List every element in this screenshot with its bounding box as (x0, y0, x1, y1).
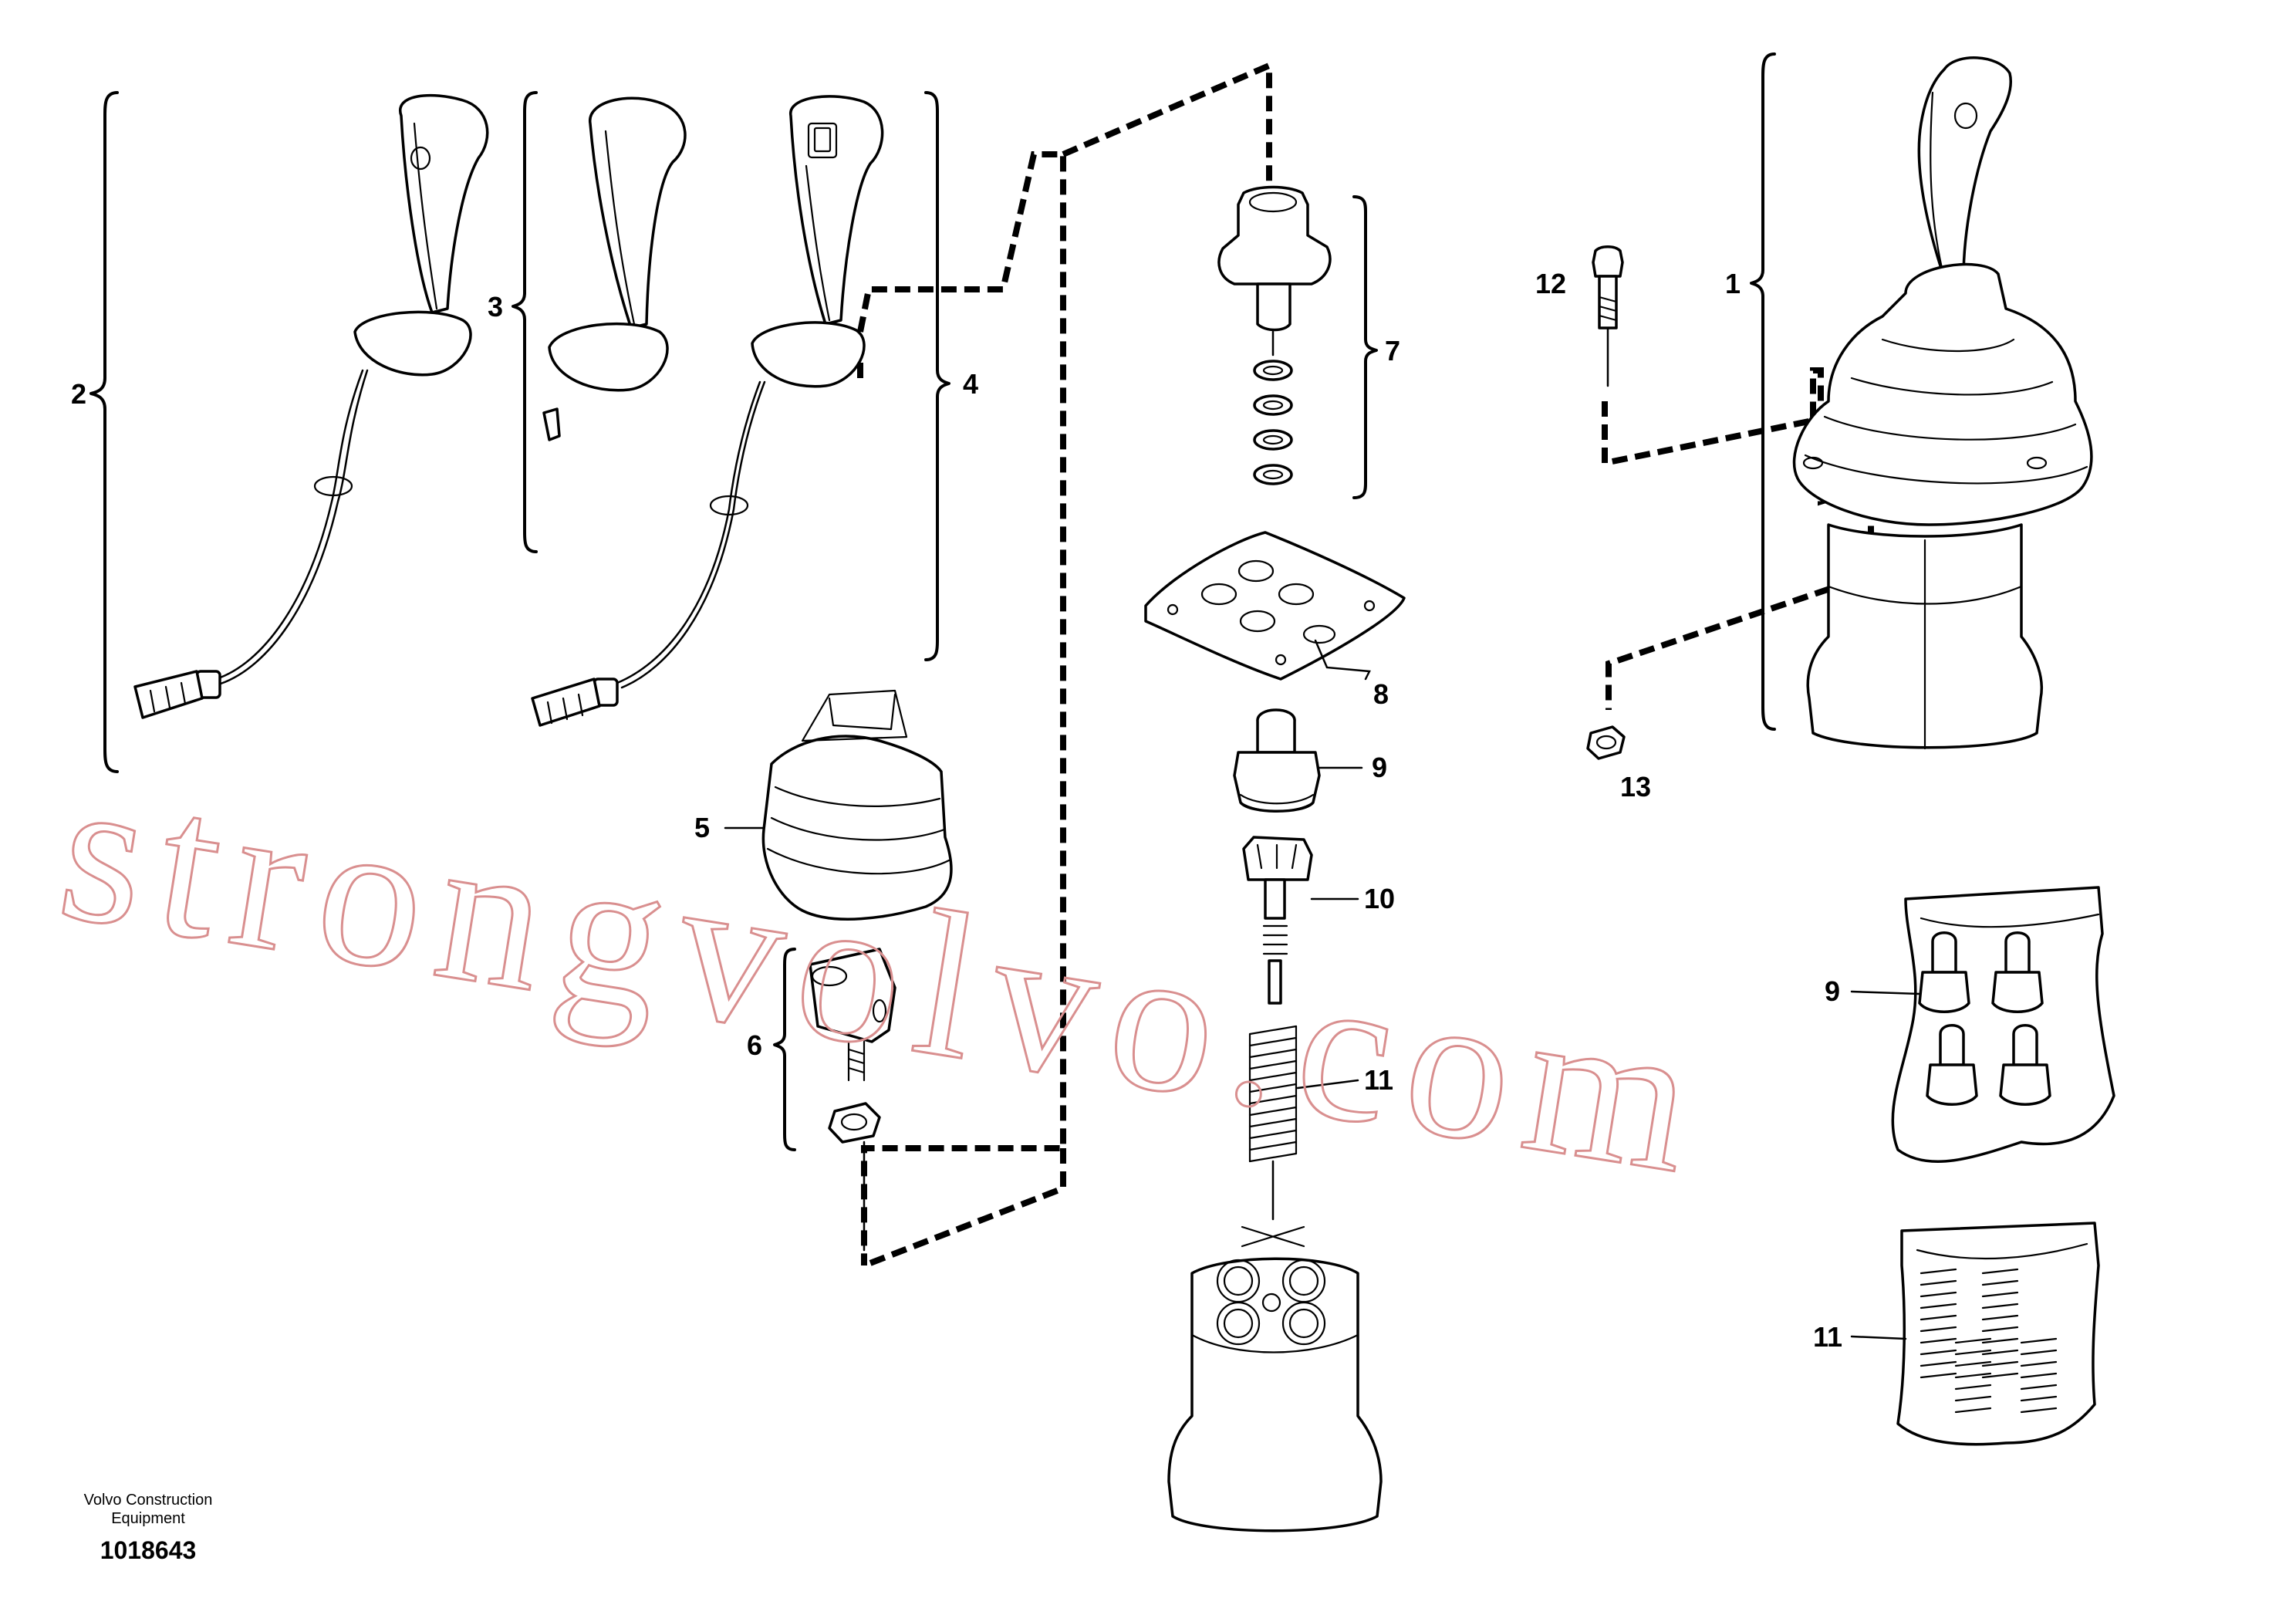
kit-9-pusher-bag (1850, 886, 2115, 1164)
brace-part-3 (512, 91, 538, 553)
callout-7: 7 (1385, 335, 1400, 367)
brace-part-6 (773, 948, 796, 1151)
brace-part-4 (924, 91, 950, 661)
caption-company-line2: Equipment (111, 1510, 185, 1527)
kit-11-spring-bag (1850, 1222, 2100, 1446)
part-4-handle-with-switch (531, 95, 884, 727)
leader-11 (1296, 1079, 1359, 1090)
dashed-leader-top (1062, 60, 1272, 197)
dashed-leader-left-b (863, 1148, 1066, 1269)
callout-12: 12 (1535, 268, 1566, 299)
callout-4: 4 (963, 368, 978, 400)
callout-10: 10 (1364, 883, 1395, 914)
part-2-handle-with-cable (133, 93, 489, 719)
callout-1: 1 (1725, 268, 1741, 299)
valve-body (1167, 1257, 1383, 1532)
part-9-pusher (1233, 708, 1321, 813)
dashed-leader-left (857, 151, 1066, 1265)
document-number: 1018643 (100, 1536, 197, 1564)
callout-11: 11 (1364, 1064, 1393, 1096)
part-12-bolt (1592, 245, 1624, 387)
brace-part-1 (1750, 52, 1776, 731)
callout-6: 6 (747, 1029, 762, 1061)
caption-company: Volvo Construction (84, 1492, 213, 1509)
callout-3: 3 (488, 291, 503, 323)
part-10-spring-seat (1242, 836, 1313, 1005)
part-3-handle (542, 96, 687, 441)
callout-11-kit: 11 (1813, 1321, 1842, 1353)
brace-part-7 (1352, 195, 1378, 499)
part-8-cover-plate (1144, 531, 1406, 681)
part-7-plunger-and-seals (1217, 185, 1332, 485)
callout-8: 8 (1373, 678, 1389, 710)
callout-9: 9 (1372, 752, 1387, 783)
part-1-lever-assembly (1792, 56, 2093, 750)
part-5-rubber-boot (761, 689, 953, 921)
part-11-spring (1241, 1025, 1305, 1248)
leader-8 (1314, 639, 1371, 681)
callout-9-kit: 9 (1825, 975, 1840, 1007)
callout-13: 13 (1620, 771, 1651, 803)
part-6-bracket-and-nut (809, 948, 896, 1252)
callout-5: 5 (694, 812, 710, 843)
callout-2: 2 (71, 378, 86, 410)
brace-part-2 (89, 91, 119, 773)
part-13-nut (1586, 725, 1626, 760)
